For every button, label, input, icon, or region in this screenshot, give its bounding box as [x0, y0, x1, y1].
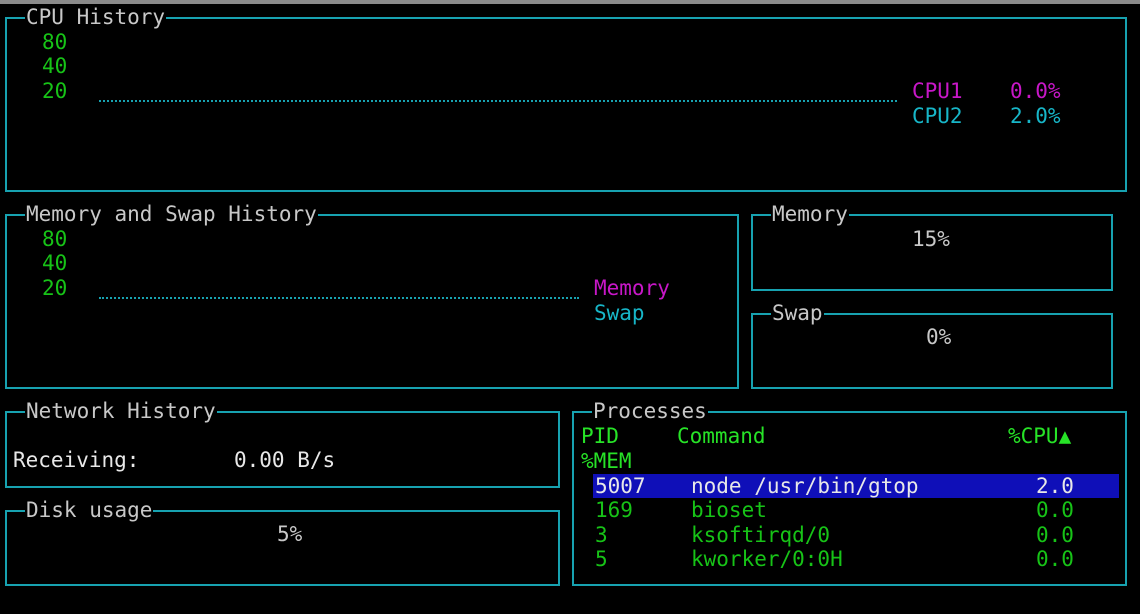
process-command: ksoftirqd/0 — [691, 523, 831, 547]
process-cpu: 0.0 — [1036, 498, 1074, 522]
mem-y-tick: 80 — [42, 227, 68, 251]
pid-column-header[interactable]: PID — [581, 424, 619, 448]
command-column-header[interactable]: Command — [677, 424, 766, 448]
cpu-y-tick: 80 — [42, 30, 68, 54]
memory-history-baseline — [99, 297, 579, 299]
process-cpu: 0.0 — [1036, 523, 1074, 547]
selected-row-highlight — [593, 474, 1119, 498]
cpu-history-panel: CPU History 80 40 20 CPU1 0.0% CPU2 2.0% — [5, 5, 1127, 192]
swap-panel: Swap 0% — [751, 301, 1113, 389]
disk-usage-panel: Disk usage 5% — [5, 498, 560, 586]
cpu-y-tick: 40 — [42, 54, 68, 78]
memory-swap-history-panel: Memory and Swap History 80 40 20 Memory … — [5, 202, 739, 389]
process-cpu: 0.0 — [1036, 547, 1074, 571]
network-history-title: Network History — [25, 399, 217, 423]
memory-swap-history-title: Memory and Swap History — [25, 202, 318, 226]
process-command: bioset — [691, 498, 767, 522]
receiving-rate: 0.00 B/s — [234, 448, 336, 472]
process-pid: 3 — [595, 523, 608, 547]
swap-percent: 0% — [926, 325, 952, 349]
memory-legend-label: Memory — [594, 276, 670, 300]
processes-panel: Processes PID Command %CPU▲ %MEM 5007 no… — [572, 399, 1127, 586]
cpu-y-tick: 20 — [42, 79, 68, 103]
cpu-column-header[interactable]: %CPU▲ — [1008, 424, 1072, 448]
mem-column-header[interactable]: %MEM — [581, 449, 632, 473]
disk-usage-percent: 5% — [277, 522, 303, 546]
window-top-edge — [0, 0, 1140, 4]
process-pid: 5 — [595, 547, 608, 571]
cpu1-legend-value: 0.0% — [1010, 79, 1061, 103]
memory-percent: 15% — [912, 227, 950, 251]
process-pid: 5007 — [595, 474, 646, 498]
process-pid: 169 — [595, 498, 633, 522]
processes-title: Processes — [592, 399, 708, 423]
swap-title: Swap — [771, 301, 824, 325]
cpu2-legend-value: 2.0% — [1010, 104, 1061, 128]
cpu-history-baseline — [99, 100, 897, 102]
mem-y-tick: 20 — [42, 276, 68, 300]
memory-title: Memory — [771, 202, 849, 226]
memory-panel: Memory 15% — [751, 202, 1113, 291]
process-cpu: 2.0 — [1036, 474, 1074, 498]
network-history-panel: Network History Receiving: 0.00 B/s — [5, 399, 560, 488]
disk-usage-title: Disk usage — [25, 498, 154, 522]
receiving-label: Receiving: — [13, 448, 140, 472]
cpu2-legend-label: CPU2 — [912, 104, 963, 128]
cpu1-legend-label: CPU1 — [912, 79, 963, 103]
cpu-history-title: CPU History — [25, 5, 167, 29]
mem-y-tick: 40 — [42, 251, 68, 275]
swap-legend-label: Swap — [594, 301, 645, 325]
process-command: node /usr/bin/gtop — [691, 474, 919, 498]
process-command: kworker/0:0H — [691, 547, 843, 571]
